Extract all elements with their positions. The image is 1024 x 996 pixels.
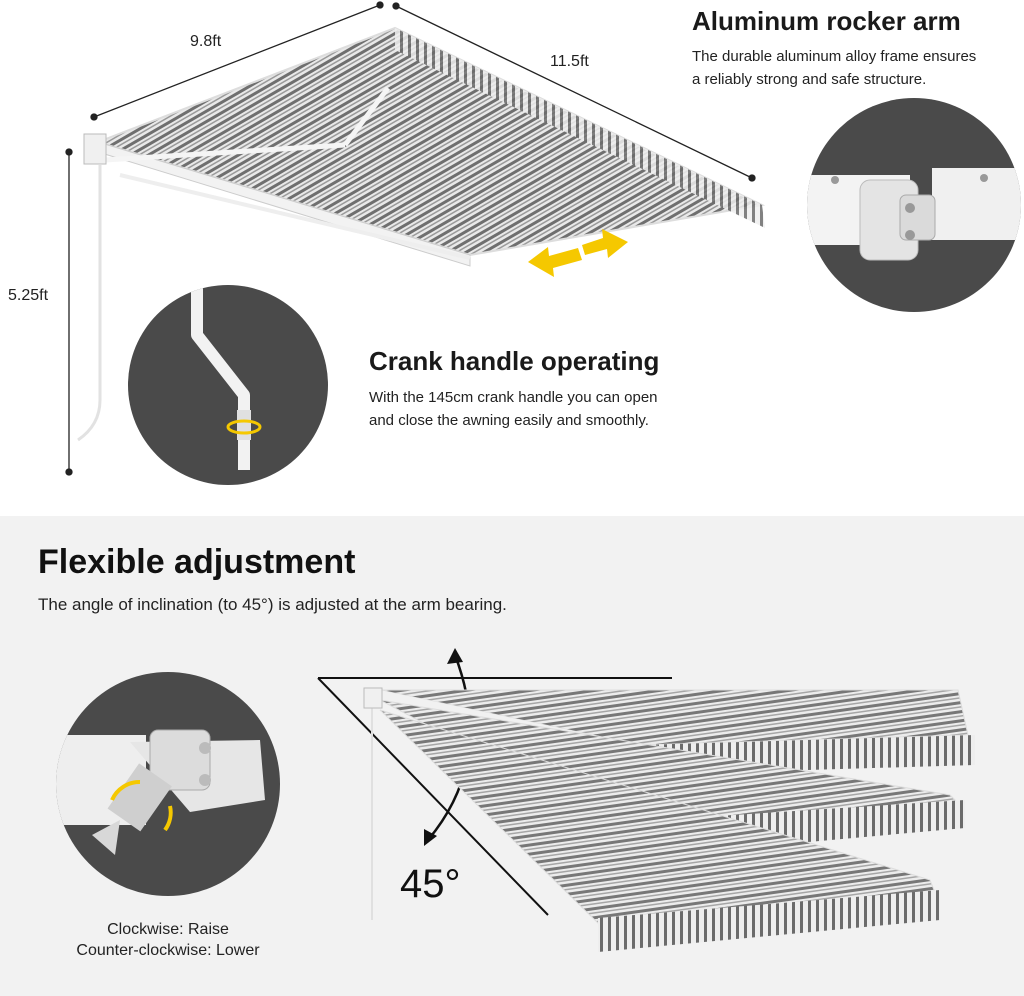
width-dimension-label: 9.8ft [190,33,222,50]
adjustment-subtitle: The angle of inclination (to 45°) is adj… [38,595,507,614]
height-dimension-label: 5.25ft [8,287,49,304]
crank-desc-line-1: With the 145cm crank handle you can open [369,389,658,406]
awning-image [77,26,766,442]
crank-description: With the 145cm crank handle you can open… [369,386,658,432]
crank-handle-detail-image [128,285,328,485]
awning-positions-image [363,687,975,952]
caption-counter-clockwise: Counter-clockwise: Lower [76,942,260,959]
rocker-arm-description: The durable aluminum alloy frame ensures… [692,45,976,91]
projection-dimension-label: 11.5ft [550,53,589,70]
rotation-arrow-icon [226,419,262,435]
angle-lines [317,677,672,916]
adjustment-title: Flexible adjustment [38,543,356,581]
caption-clockwise: Clockwise: Raise [107,921,229,938]
rocker-arm-desc-line-1: The durable aluminum alloy frame ensures [692,48,977,65]
dimension-lines [65,1,756,476]
crank-desc-line-2: and close the awning easily and smoothly… [369,412,649,429]
rotation-caption: Clockwise: Raise Counter-clockwise: Lowe… [30,919,306,961]
rocker-arm-desc-line-2: a reliably strong and safe structure. [692,71,927,88]
crank-title: Crank handle operating [369,346,660,376]
angle-label: 45° [400,862,461,906]
yellow-double-arrow-icon [528,229,628,277]
rocker-arm-title: Aluminum rocker arm [692,6,961,36]
